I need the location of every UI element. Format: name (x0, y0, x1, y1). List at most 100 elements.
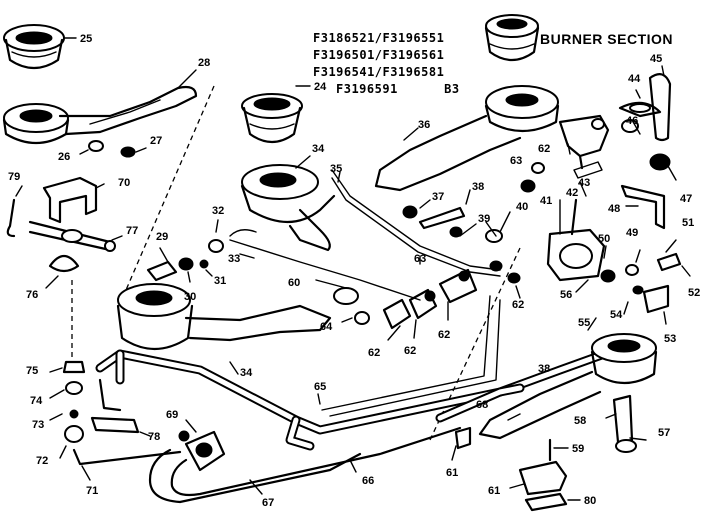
callout-53: 53 (664, 333, 676, 345)
callout-74: 74 (30, 395, 43, 407)
part-51 (656, 252, 682, 272)
callout-69: 69 (166, 409, 178, 421)
part-49 (625, 264, 639, 276)
knob-47 (649, 153, 671, 171)
callout-54: 54 (610, 309, 623, 321)
callout-36: 36 (418, 119, 430, 131)
part-62-top (531, 162, 545, 174)
part-26 (88, 140, 104, 152)
valve-bracket-43 (558, 114, 610, 179)
callout-55: 55 (578, 317, 590, 329)
bracket-70 (42, 176, 98, 224)
tube-71 (72, 448, 182, 466)
part-27 (120, 146, 136, 158)
callout-32: 32 (212, 205, 224, 217)
igniter-58 (612, 394, 634, 444)
model-number-line-1: F3186521/F3196551 (313, 31, 445, 45)
callout-50: 50 (598, 233, 610, 245)
burner-head-25 (3, 24, 65, 70)
section-title: BURNER SECTION (540, 31, 674, 47)
bracket-78 (90, 416, 140, 434)
part-63 (520, 179, 536, 193)
callout-49: 49 (626, 227, 638, 239)
cap-76 (48, 254, 80, 273)
burner-head-24 (241, 93, 303, 144)
model-number-line-4: F3196591 B3 (336, 82, 460, 96)
callout-77: 77 (126, 225, 138, 237)
tube-77 (28, 220, 116, 252)
leaders (15, 37, 691, 501)
bracket-61b (518, 460, 568, 496)
part-32 (208, 239, 224, 253)
callout-41: 41 (540, 195, 552, 207)
clip-79 (6, 198, 16, 238)
callout-76: 76 (26, 289, 38, 301)
part-39 (449, 226, 463, 238)
part-73 (69, 409, 79, 419)
callout-34: 34 (312, 143, 325, 155)
callout-62a: 62 (538, 143, 550, 155)
strap (98, 378, 122, 412)
part-44 (618, 101, 662, 118)
callout-27: 27 (150, 135, 162, 147)
callout-67: 67 (262, 497, 274, 509)
callout-25: 25 (80, 33, 92, 45)
bracket-53 (642, 284, 670, 314)
callout-59: 59 (572, 443, 584, 455)
callout-52: 52 (688, 287, 700, 299)
model-number-line-3: F3196541/F3196581 (313, 65, 445, 79)
callout-34b: 34 (240, 367, 253, 379)
callout-30: 30 (184, 291, 196, 303)
tube-33 (229, 239, 421, 301)
burner-tube-34 (240, 164, 336, 252)
callout-24: 24 (314, 81, 327, 93)
callout-33: 33 (228, 253, 240, 265)
pipe-65 (321, 295, 491, 411)
callout-62e: 62 (512, 299, 524, 311)
callout-72: 72 (36, 455, 48, 467)
part-40 (485, 229, 503, 243)
callout-31: 31 (214, 275, 226, 287)
callout-63b: 63 (510, 155, 522, 167)
callout-62c: 62 (404, 345, 416, 357)
callout-61b: 61 (488, 485, 500, 497)
tube-35 (331, 169, 501, 271)
callout-39: 39 (478, 213, 490, 225)
callout-40: 40 (516, 201, 528, 213)
callout-73: 73 (32, 419, 44, 431)
callout-63: 63 (414, 253, 426, 265)
part-30 (178, 257, 194, 271)
burner-head-top-right (484, 14, 540, 62)
callout-62b: 62 (368, 347, 380, 359)
callout-71: 71 (86, 485, 98, 497)
valve-42 (546, 198, 606, 282)
callout-37: 37 (432, 191, 444, 203)
burner-tube-39 (478, 333, 658, 440)
washer-57 (615, 439, 637, 453)
tube-68 (170, 426, 462, 497)
callout-56: 56 (560, 289, 572, 301)
callout-labels: 25 28 27 26 79 70 77 76 24 34 35 36 32 2… (8, 33, 700, 509)
callout-65: 65 (314, 381, 326, 393)
part-55 (632, 285, 644, 295)
tube-67 (148, 448, 362, 504)
washer-74 (65, 381, 83, 395)
burner-tube-28 (2, 85, 198, 144)
callout-38b: 38 (538, 363, 550, 375)
valve-cluster-62 (382, 260, 521, 330)
callout-68: 68 (476, 399, 488, 411)
part-38 (418, 206, 466, 230)
valve-69 (178, 430, 226, 472)
callout-28: 28 (198, 57, 210, 69)
guide-line (125, 85, 215, 291)
callout-64: 64 (320, 321, 333, 333)
callout-58: 58 (574, 415, 586, 427)
part-31 (199, 259, 209, 269)
callout-61: 61 (446, 467, 458, 479)
callout-26: 26 (58, 151, 70, 163)
callout-75: 75 (26, 365, 38, 377)
callout-79: 79 (8, 171, 20, 183)
ring-60 (333, 287, 359, 305)
part-37 (402, 205, 418, 219)
